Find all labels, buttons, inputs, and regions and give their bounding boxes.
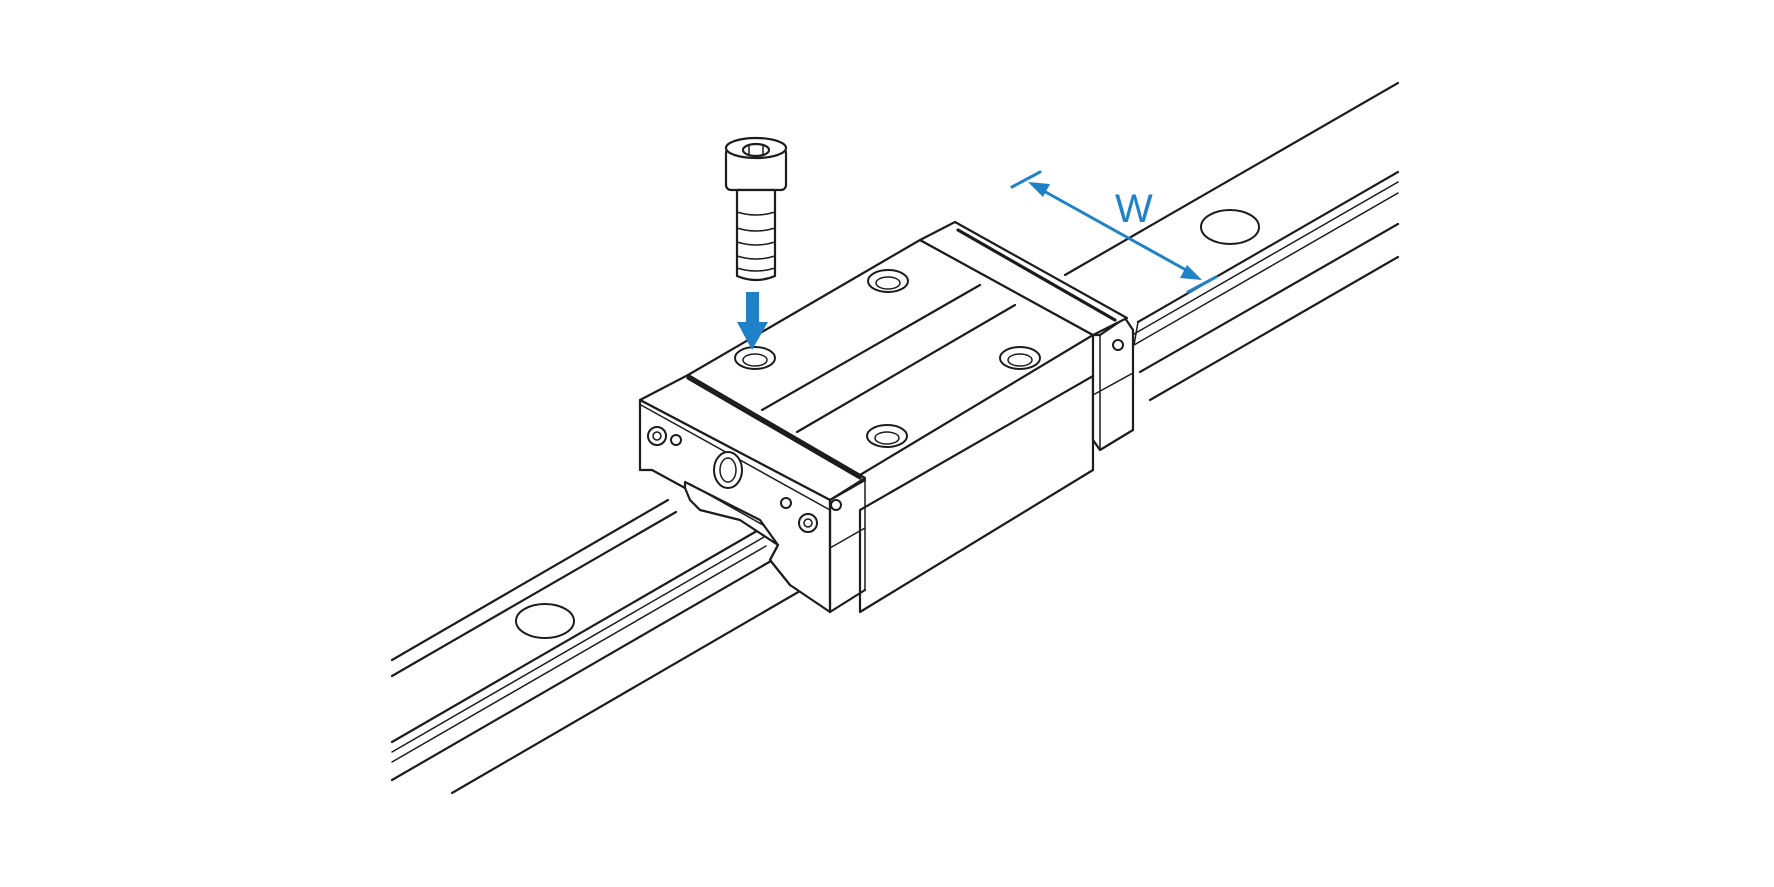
- rail-mounting-hole: [515, 603, 575, 639]
- top-tapped-hole: [999, 346, 1041, 370]
- rail-mounting-hole: [1200, 209, 1260, 245]
- top-tapped-hole: [734, 346, 776, 370]
- guide-rail: [390, 81, 1400, 795]
- socket-head-cap-screw: [724, 136, 788, 282]
- mounting-direction-arrow: [737, 292, 768, 350]
- top-tapped-hole: [867, 269, 909, 293]
- top-tapped-hole: [866, 424, 908, 448]
- dimension-label-w: W: [1115, 187, 1153, 231]
- linear-carriage-block: [638, 220, 1135, 614]
- width-dimension-line: W: [1010, 170, 1218, 294]
- end-seal-screw: [780, 497, 818, 533]
- end-seal-screw: [647, 426, 682, 446]
- grease-nipple-port: [713, 451, 743, 489]
